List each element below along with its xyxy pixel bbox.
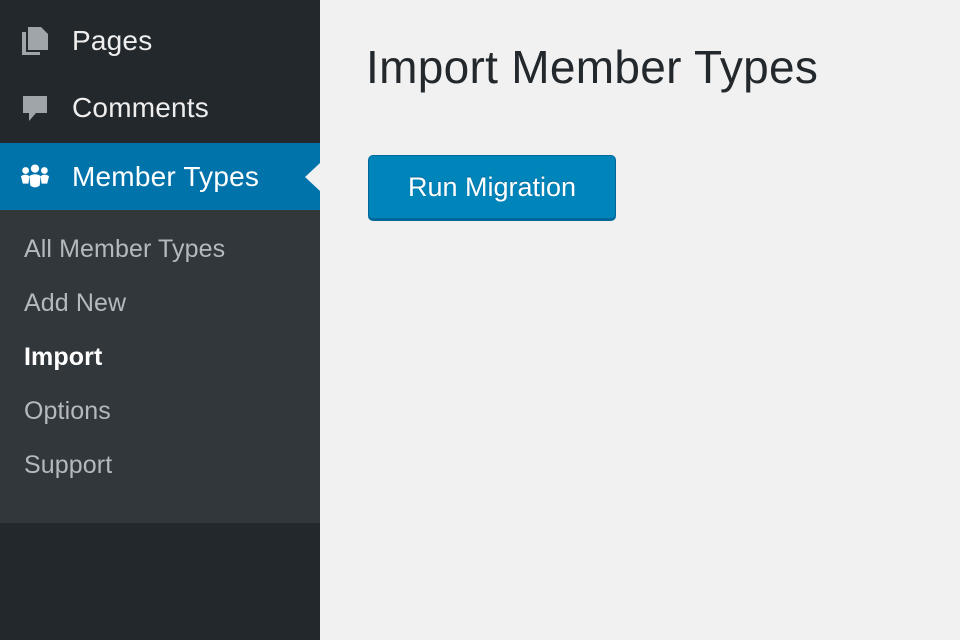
- sidebar-item-member-types[interactable]: Member Types: [0, 143, 320, 210]
- submenu-item-support[interactable]: Support: [24, 451, 113, 479]
- admin-sidebar: Pages Comments Member Typ: [0, 0, 320, 640]
- submenu-item-all-member-types[interactable]: All Member Types: [24, 235, 226, 263]
- sidebar-item-pages[interactable]: Pages: [0, 8, 320, 74]
- submenu-item-import[interactable]: Import: [24, 343, 103, 371]
- sidebar-item-comments[interactable]: Comments: [0, 75, 320, 141]
- sidebar-item-label: Comments: [72, 92, 209, 123]
- run-migration-button[interactable]: Run Migration: [368, 155, 616, 221]
- pages-icon: [20, 26, 50, 56]
- comments-icon: [20, 93, 50, 123]
- active-indicator-arrow: [305, 162, 320, 191]
- submenu-item-options[interactable]: Options: [24, 397, 111, 425]
- submenu-item-add-new[interactable]: Add New: [24, 289, 127, 317]
- page-title: Import Member Types: [366, 41, 819, 93]
- sidebar-item-label: Pages: [72, 25, 153, 56]
- main-content: Import Member Types Run Migration: [320, 0, 960, 640]
- member-types-submenu: All Member Types Add New Import Options …: [0, 210, 320, 523]
- sidebar-item-label: Member Types: [72, 160, 260, 192]
- member-types-icon: [20, 162, 50, 192]
